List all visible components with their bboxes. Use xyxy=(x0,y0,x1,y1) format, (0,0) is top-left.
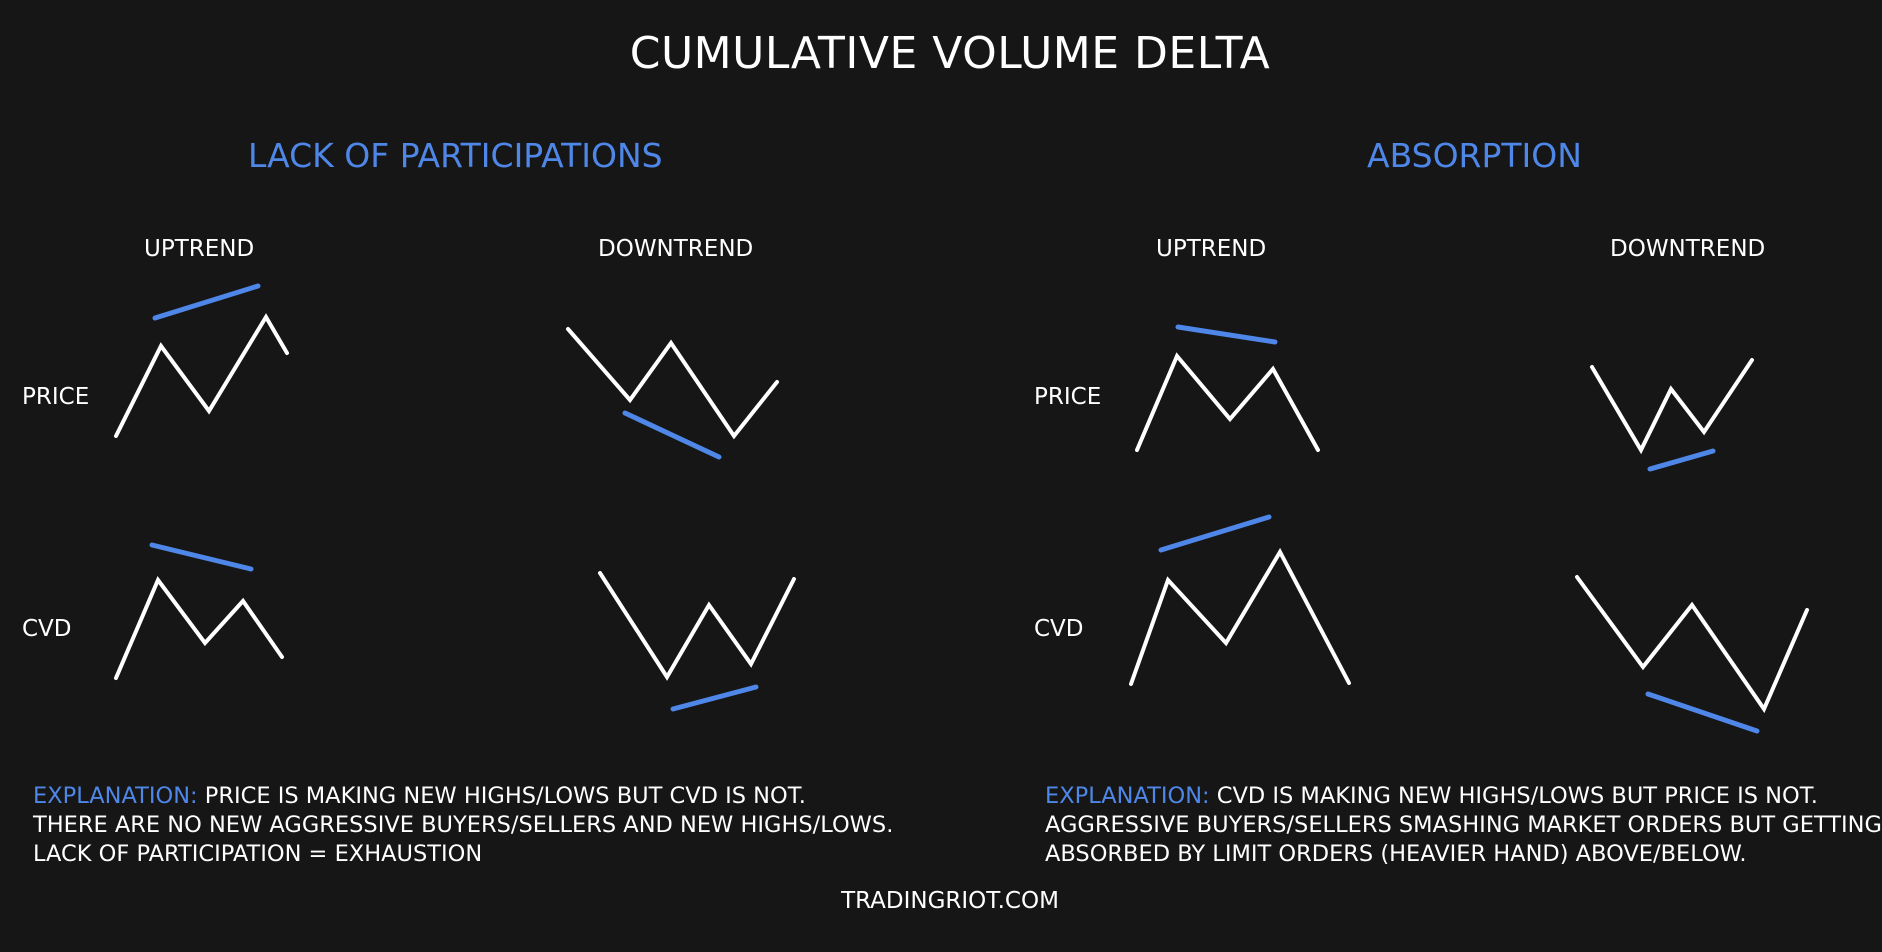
diagram-lop-uptrend-price xyxy=(114,283,289,438)
row-label-cvd: CVD xyxy=(22,616,72,642)
section-title-absorption: ABSORPTION xyxy=(1367,136,1582,175)
trendline xyxy=(152,283,261,321)
column-label-downtrend: DOWNTREND xyxy=(598,236,754,262)
diagram-lop-uptrend-cvd xyxy=(114,542,284,680)
cvd-zigzag xyxy=(114,576,284,680)
explanation-line: AGGRESSIVE BUYERS/SELLERS SMASHING MARKE… xyxy=(1045,812,1882,838)
explanation-lack-of-participation: EXPLANATION: PRICE IS MAKING NEW HIGHS/L… xyxy=(33,782,893,869)
column-label-uptrend: UPTREND xyxy=(1156,236,1267,262)
trendline xyxy=(1645,691,1760,734)
diagram-lop-downtrend-price xyxy=(566,327,779,460)
row-label-price: PRICE xyxy=(1034,384,1102,410)
section-title-lack-of-participation: LACK OF PARTICIPATIONS xyxy=(248,136,663,175)
diagram-abs-downtrend-price xyxy=(1590,358,1754,472)
price-zigzag xyxy=(114,313,289,438)
trendline xyxy=(622,410,722,460)
trendline xyxy=(149,542,254,572)
explanation-line: THERE ARE NO NEW AGGRESSIVE BUYERS/SELLE… xyxy=(33,812,894,838)
cvd-zigzag xyxy=(1129,547,1351,686)
price-zigzag xyxy=(1590,358,1754,455)
column-label-downtrend: DOWNTREND xyxy=(1610,236,1766,262)
trendline xyxy=(1158,514,1272,553)
trendline xyxy=(670,684,759,712)
price-zigzag xyxy=(1135,352,1320,452)
column-label-uptrend: UPTREND xyxy=(144,236,255,262)
trendline xyxy=(1647,448,1716,472)
explanation-line: CVD IS MAKING NEW HIGHS/LOWS BUT PRICE I… xyxy=(1216,783,1818,809)
explanation-label: EXPLANATION: xyxy=(1045,783,1210,809)
row-label-price: PRICE xyxy=(22,384,90,410)
page-title: CUMULATIVE VOLUME DELTA xyxy=(629,28,1271,79)
price-zigzag xyxy=(566,327,779,440)
cvd-zigzag xyxy=(1575,575,1809,714)
row-label-cvd: CVD xyxy=(1034,616,1084,642)
explanation-line: PRICE IS MAKING NEW HIGHS/LOWS BUT CVD I… xyxy=(204,783,806,809)
explanation-line: LACK OF PARTICIPATION = EXHAUSTION xyxy=(33,841,483,867)
explanation-absorption: EXPLANATION: CVD IS MAKING NEW HIGHS/LOW… xyxy=(1045,782,1882,869)
explanation-line: ABSORBED BY LIMIT ORDERS (HEAVIER HAND) … xyxy=(1045,841,1747,867)
cvd-zigzag xyxy=(598,571,796,681)
trendline xyxy=(1175,324,1278,345)
diagram-abs-uptrend-cvd xyxy=(1129,514,1351,686)
footer-site-link[interactable]: TRADINGRIOT.COM xyxy=(841,888,1059,914)
diagram-abs-uptrend-price xyxy=(1135,324,1320,452)
explanation-label: EXPLANATION: xyxy=(33,783,198,809)
diagram-abs-downtrend-cvd xyxy=(1575,575,1809,734)
diagram-lop-downtrend-cvd xyxy=(598,571,796,712)
